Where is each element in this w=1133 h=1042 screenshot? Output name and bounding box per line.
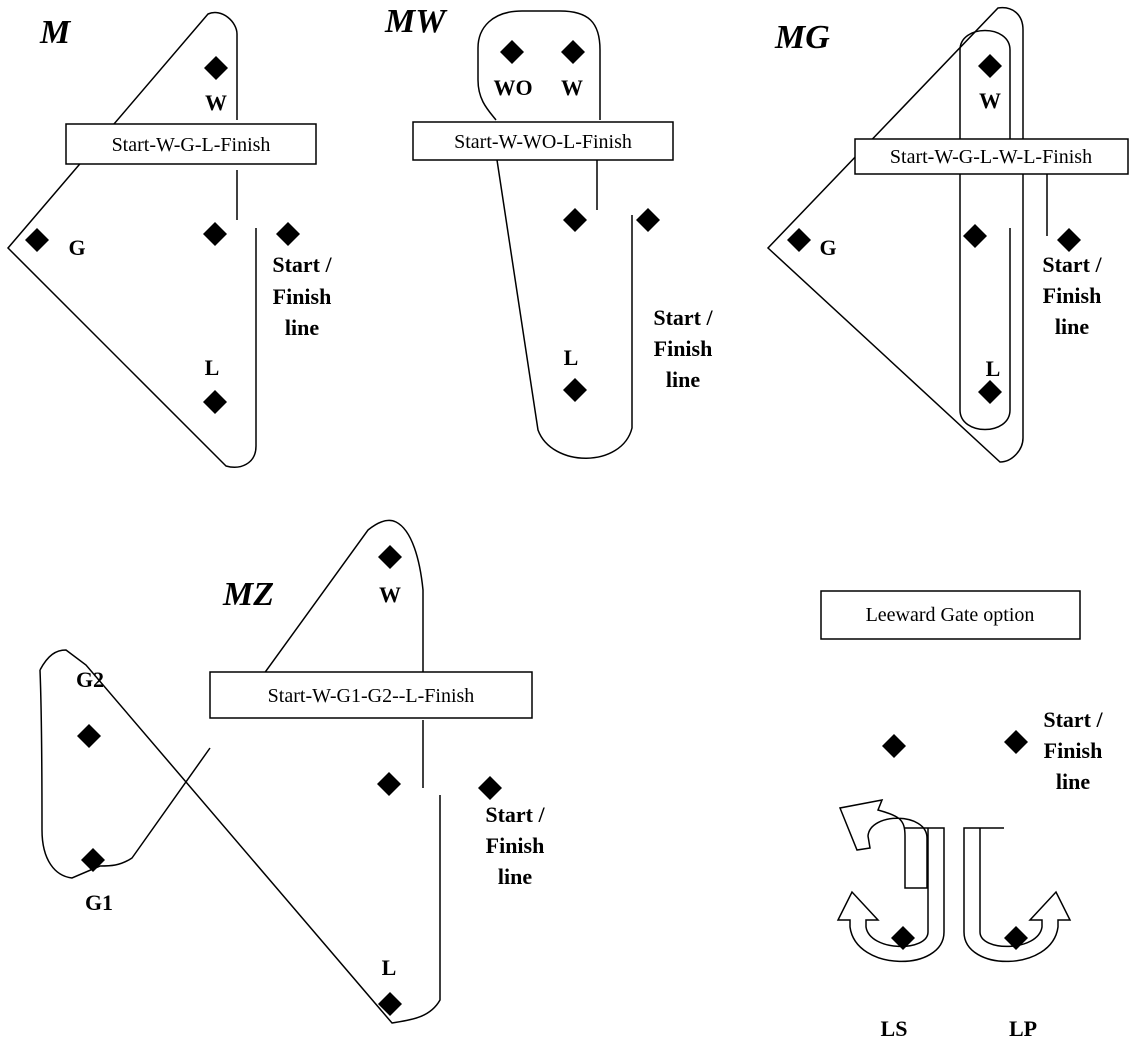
course-m-label-l: L xyxy=(205,355,220,380)
course-mw-title: MW xyxy=(384,3,448,40)
course-mz-label-g2: G2 xyxy=(76,667,104,692)
course-mg-label-w: W xyxy=(979,88,1001,113)
course-mg: MG Start-W-G-L-W-L-Finish W G Start / Fi… xyxy=(766,6,1129,463)
course-m-label-g: G xyxy=(68,235,85,260)
course-m-start-line-1: Start / xyxy=(272,252,332,277)
course-mg-title: MG xyxy=(774,19,830,56)
course-mw-start-line-2: Finish xyxy=(654,336,713,361)
course-mg-start-line-1: Start / xyxy=(1042,252,1102,277)
course-mw-label-w: W xyxy=(561,75,583,100)
gate-label-ls: LS xyxy=(881,1016,908,1041)
course-mz-gate2-mark-icon xyxy=(77,724,101,748)
course-mg-start-line-3: line xyxy=(1055,314,1089,339)
course-mg-route: Start-W-G-L-W-L-Finish xyxy=(890,146,1092,168)
course-mw-outline xyxy=(477,10,633,459)
course-mz-committee-mark-icon xyxy=(478,776,502,800)
course-mg-outline xyxy=(766,6,1024,463)
course-mw-windward-mark-icon xyxy=(561,40,585,64)
course-mg-gybe-mark-icon xyxy=(787,228,811,252)
course-m: M Start-W-G-L-Finish W G Start / Finish … xyxy=(6,11,333,468)
course-mz-label-g1: G1 xyxy=(85,890,113,915)
gate-option-title: Leeward Gate option xyxy=(866,604,1035,626)
course-mw-label-wo: WO xyxy=(493,75,532,100)
course-mz-route-box xyxy=(209,671,533,719)
course-mg-label-l: L xyxy=(986,356,1001,381)
course-mg-windward-mark-icon xyxy=(978,54,1002,78)
course-m-start-line-2: Finish xyxy=(273,284,332,309)
gate-option-box xyxy=(820,590,1081,640)
gate-committee-mark-icon xyxy=(1004,730,1028,754)
course-mg-pin-mark-icon xyxy=(963,224,987,248)
gate-start-line-3: line xyxy=(1056,769,1090,794)
course-mz-leeward-mark-icon xyxy=(378,992,402,1016)
course-mw-route: Start-W-WO-L-Finish xyxy=(454,131,632,153)
course-m-pin-mark-icon xyxy=(203,222,227,246)
course-mz-title: MZ xyxy=(222,576,274,613)
course-mz-label-l: L xyxy=(382,955,397,980)
course-mw-leeward-mark-icon xyxy=(563,378,587,402)
course-mw-label-l: L xyxy=(564,345,579,370)
course-mz-route: Start-W-G1-G2--L-Finish xyxy=(268,685,475,707)
course-mw: MW Start-W-WO-L-Finish WO W Start / Fini… xyxy=(384,3,714,459)
course-mz-outline xyxy=(39,519,441,1024)
course-mz: MZ Start-W-G1-G2--L-Finish W G2 G1 Start… xyxy=(39,519,546,1024)
course-m-windward-mark-icon xyxy=(204,56,228,80)
gate-start-line-1: Start / xyxy=(1043,707,1103,732)
course-mz-start-line-3: line xyxy=(498,864,532,889)
course-mw-offset-mark-icon xyxy=(500,40,524,64)
gate-pin-mark-icon xyxy=(882,734,906,758)
course-mw-pin-mark-icon xyxy=(563,208,587,232)
course-mw-start-line-3: line xyxy=(666,367,700,392)
course-mg-start-line-2: Finish xyxy=(1043,283,1102,308)
course-m-route: Start-W-G-L-Finish xyxy=(112,134,271,156)
course-mz-label-w: W xyxy=(379,582,401,607)
course-mg-inner-loop xyxy=(959,29,1011,431)
course-mg-route-box xyxy=(854,138,1129,175)
course-mg-committee-mark-icon xyxy=(1057,228,1081,252)
course-m-gybe-mark-icon xyxy=(25,228,49,252)
course-mw-start-line-1: Start / xyxy=(653,305,713,330)
course-m-title: M xyxy=(39,14,72,51)
course-mw-route-box xyxy=(412,121,674,161)
course-m-leeward-mark-icon xyxy=(203,390,227,414)
course-mg-leeward-mark-icon xyxy=(978,380,1002,404)
course-mg-label-g: G xyxy=(819,235,836,260)
course-m-outline xyxy=(6,11,257,468)
course-mw-committee-mark-icon xyxy=(636,208,660,232)
leeward-gate-option: Leeward Gate option Start / Finish line … xyxy=(820,590,1104,1041)
gate-lp-arrow-icon xyxy=(963,827,1072,963)
course-m-start-line-3: line xyxy=(285,315,319,340)
course-m-label-w: W xyxy=(205,90,227,115)
course-mz-gate1-mark-icon xyxy=(81,848,105,872)
gate-ls-arrow-icon xyxy=(836,827,945,963)
gate-ls-rounding-arrow-icon xyxy=(838,799,928,889)
course-mz-start-line-2: Finish xyxy=(486,833,545,858)
course-mz-pin-mark-icon xyxy=(377,772,401,796)
gate-start-line-2: Finish xyxy=(1044,738,1103,763)
course-mz-windward-mark-icon xyxy=(378,545,402,569)
course-mz-start-line-1: Start / xyxy=(485,802,545,827)
gate-label-lp: LP xyxy=(1009,1016,1037,1041)
course-m-committee-mark-icon xyxy=(276,222,300,246)
course-m-route-box xyxy=(65,123,317,165)
